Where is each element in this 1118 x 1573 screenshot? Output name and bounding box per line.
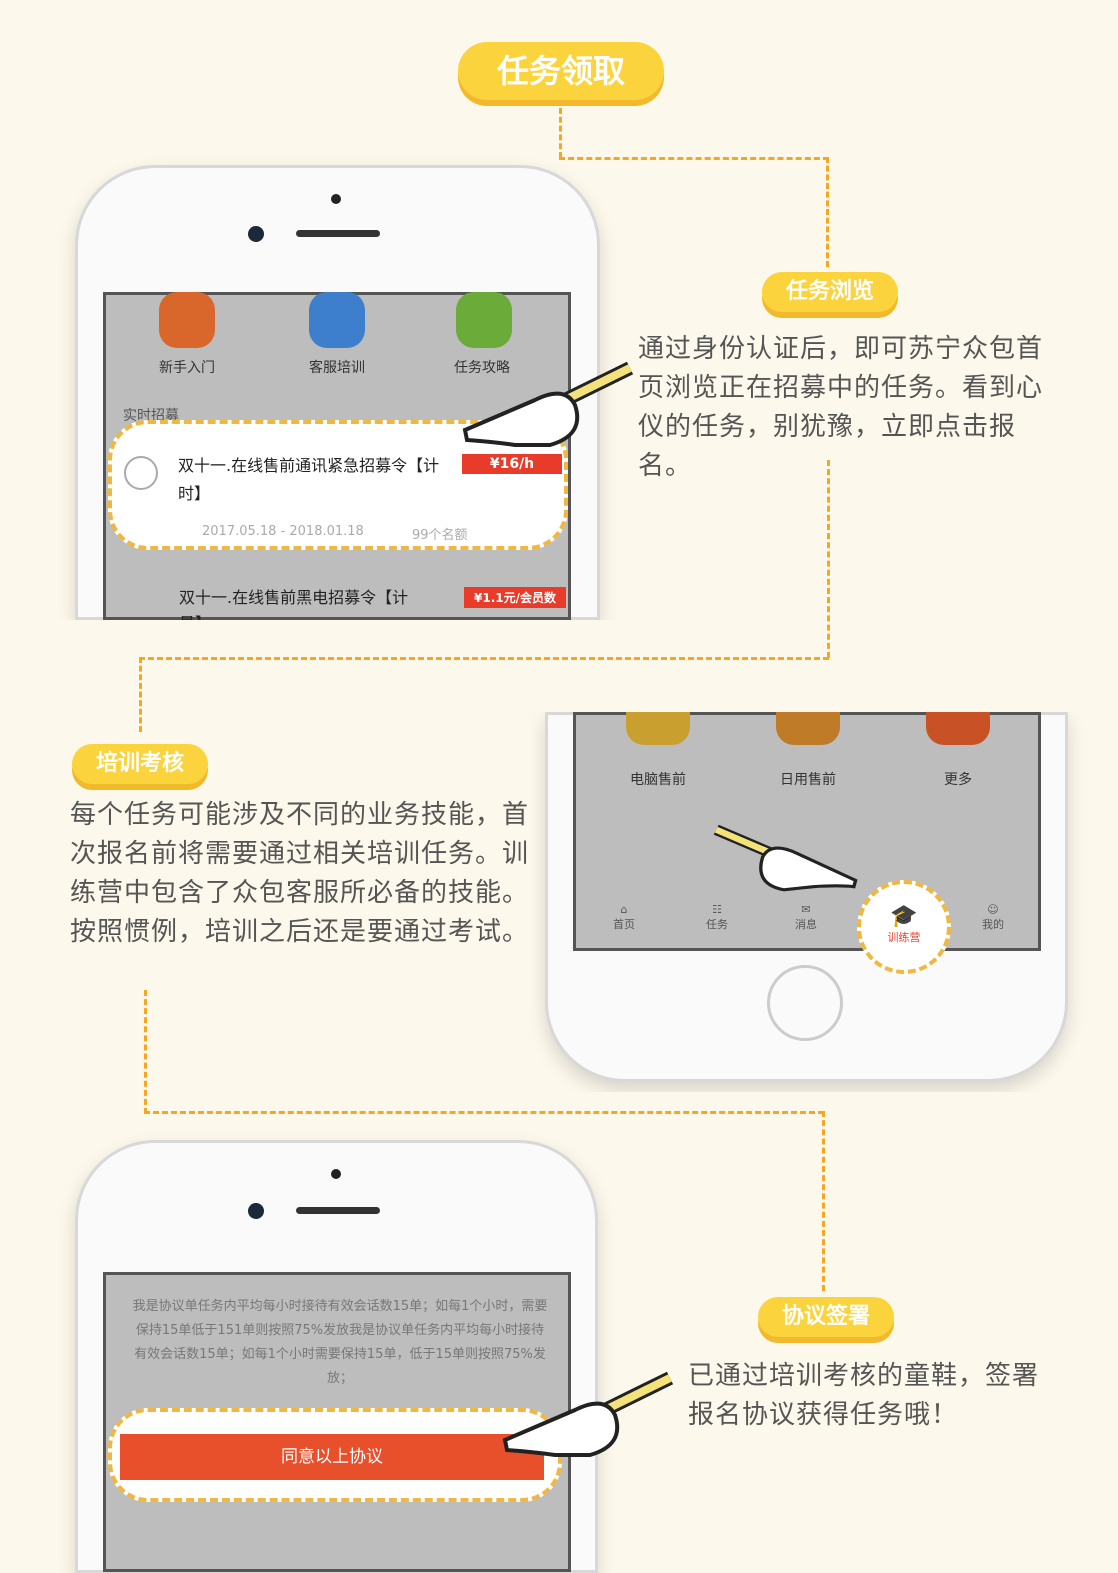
menu-label[interactable]: 电脑售前	[630, 772, 686, 788]
menu-label[interactable]: 日用售前	[780, 772, 836, 788]
step-description: 已通过培训考核的童鞋，签署报名协议获得任务哦！	[688, 1361, 1040, 1430]
daily-presale-icon[interactable]	[776, 712, 840, 745]
training-icon[interactable]	[309, 292, 365, 348]
tab-profile[interactable]: ☺我的	[982, 903, 1004, 931]
step-description: 通过身份认证后，即可苏宁众包首页浏览正在招募中的任务。看到心仪的任务，别犹豫，立…	[638, 334, 1044, 481]
menu-label[interactable]: 更多	[944, 772, 972, 788]
pointing-hand-icon	[502, 1371, 674, 1457]
step-title-cloud: 协议签署	[758, 1297, 894, 1337]
pointing-hand-icon	[462, 361, 634, 447]
step-title: 培训考核	[95, 751, 184, 776]
graduation-cap-icon: 🎓	[890, 904, 918, 929]
price-tag: ¥1.1元/会员数	[464, 587, 566, 608]
menu-label[interactable]: 客服培训	[309, 360, 365, 376]
step-title-cloud: 任务领取	[458, 42, 664, 100]
task-dates: 2017.05.18 - 2018.01.18	[202, 524, 364, 539]
highlighted-task-card[interactable]: 双十一.在线售前通讯紧急招募令【计时】 ¥16/h 2017.05.18 - 2…	[108, 420, 568, 550]
phone-1: 新手入门 客服培训 任务攻略 实时招募 双十一.在线售前黑电招募令【计量】 ¥1…	[0, 0, 620, 620]
phone-2: 电脑售前 日用售前 更多 ⌂首页 ☷任务 ✉消息 ☺我的 🎓 训练营	[530, 712, 1090, 1092]
price-tag: ¥16/h	[462, 454, 562, 474]
task-title: 双十一.在线售前通讯紧急招募令【计时】	[178, 456, 440, 503]
tab-message[interactable]: ✉消息	[795, 903, 817, 931]
phone-3: 我是协议单任务内平均每小时接待有效会话数15单；如每1个小时，需要保持15单低于…	[0, 1120, 620, 1573]
strategy-icon[interactable]	[456, 292, 512, 348]
flow-line	[144, 1111, 824, 1114]
step-title: 任务浏览	[785, 279, 874, 304]
agree-button[interactable]: 同意以上协议	[120, 1434, 544, 1480]
front-camera	[248, 1203, 264, 1219]
camera	[331, 194, 341, 204]
more-icon[interactable]	[926, 712, 990, 745]
flow-line	[559, 157, 829, 160]
flow-line	[144, 990, 147, 1114]
step-title-cloud: 任务浏览	[762, 272, 898, 312]
task-title[interactable]: 双十一.在线售前黑电招募令【计量】	[179, 588, 409, 620]
headset-avatar-icon	[124, 456, 158, 490]
menu-label[interactable]: 任务攻略	[454, 360, 510, 376]
step-description: 每个任务可能涉及不同的业务技能，首次报名前将需要通过相关培训任务。训练营中包含了…	[70, 800, 530, 947]
tab-training-camp[interactable]: 🎓 训练营	[857, 880, 951, 974]
home-button[interactable]	[767, 965, 843, 1041]
tab-label: 训练营	[887, 931, 921, 944]
tab-task[interactable]: ☷任务	[706, 903, 728, 931]
front-camera	[248, 226, 264, 242]
phone-screen: 电脑售前 日用售前 更多 ⌂首页 ☷任务 ✉消息 ☺我的	[573, 712, 1041, 951]
step-title: 任务领取	[496, 52, 625, 90]
tab-home[interactable]: ⌂首页	[613, 903, 635, 931]
flow-line	[822, 1111, 825, 1291]
task-quota: 99个名额	[412, 528, 468, 543]
speaker	[296, 1207, 380, 1214]
speaker	[296, 230, 380, 237]
flow-line	[559, 108, 562, 158]
flow-line	[826, 157, 829, 267]
computer-presale-icon[interactable]	[626, 712, 690, 745]
step-title-cloud: 培训考核	[72, 744, 208, 784]
pointing-hand-icon	[713, 824, 858, 892]
camera	[331, 1169, 341, 1179]
agreement-text: 我是协议单任务内平均每小时接待有效会话数15单；如每1个小时，需要保持15单低于…	[132, 1299, 548, 1386]
flow-line	[139, 657, 829, 660]
step-title: 协议签署	[781, 1304, 870, 1329]
agree-button-highlight: 同意以上协议	[108, 1408, 562, 1502]
menu-label[interactable]: 新手入门	[159, 360, 215, 376]
beginner-icon[interactable]	[159, 292, 215, 348]
flow-line	[827, 460, 830, 658]
flow-line	[139, 657, 142, 732]
